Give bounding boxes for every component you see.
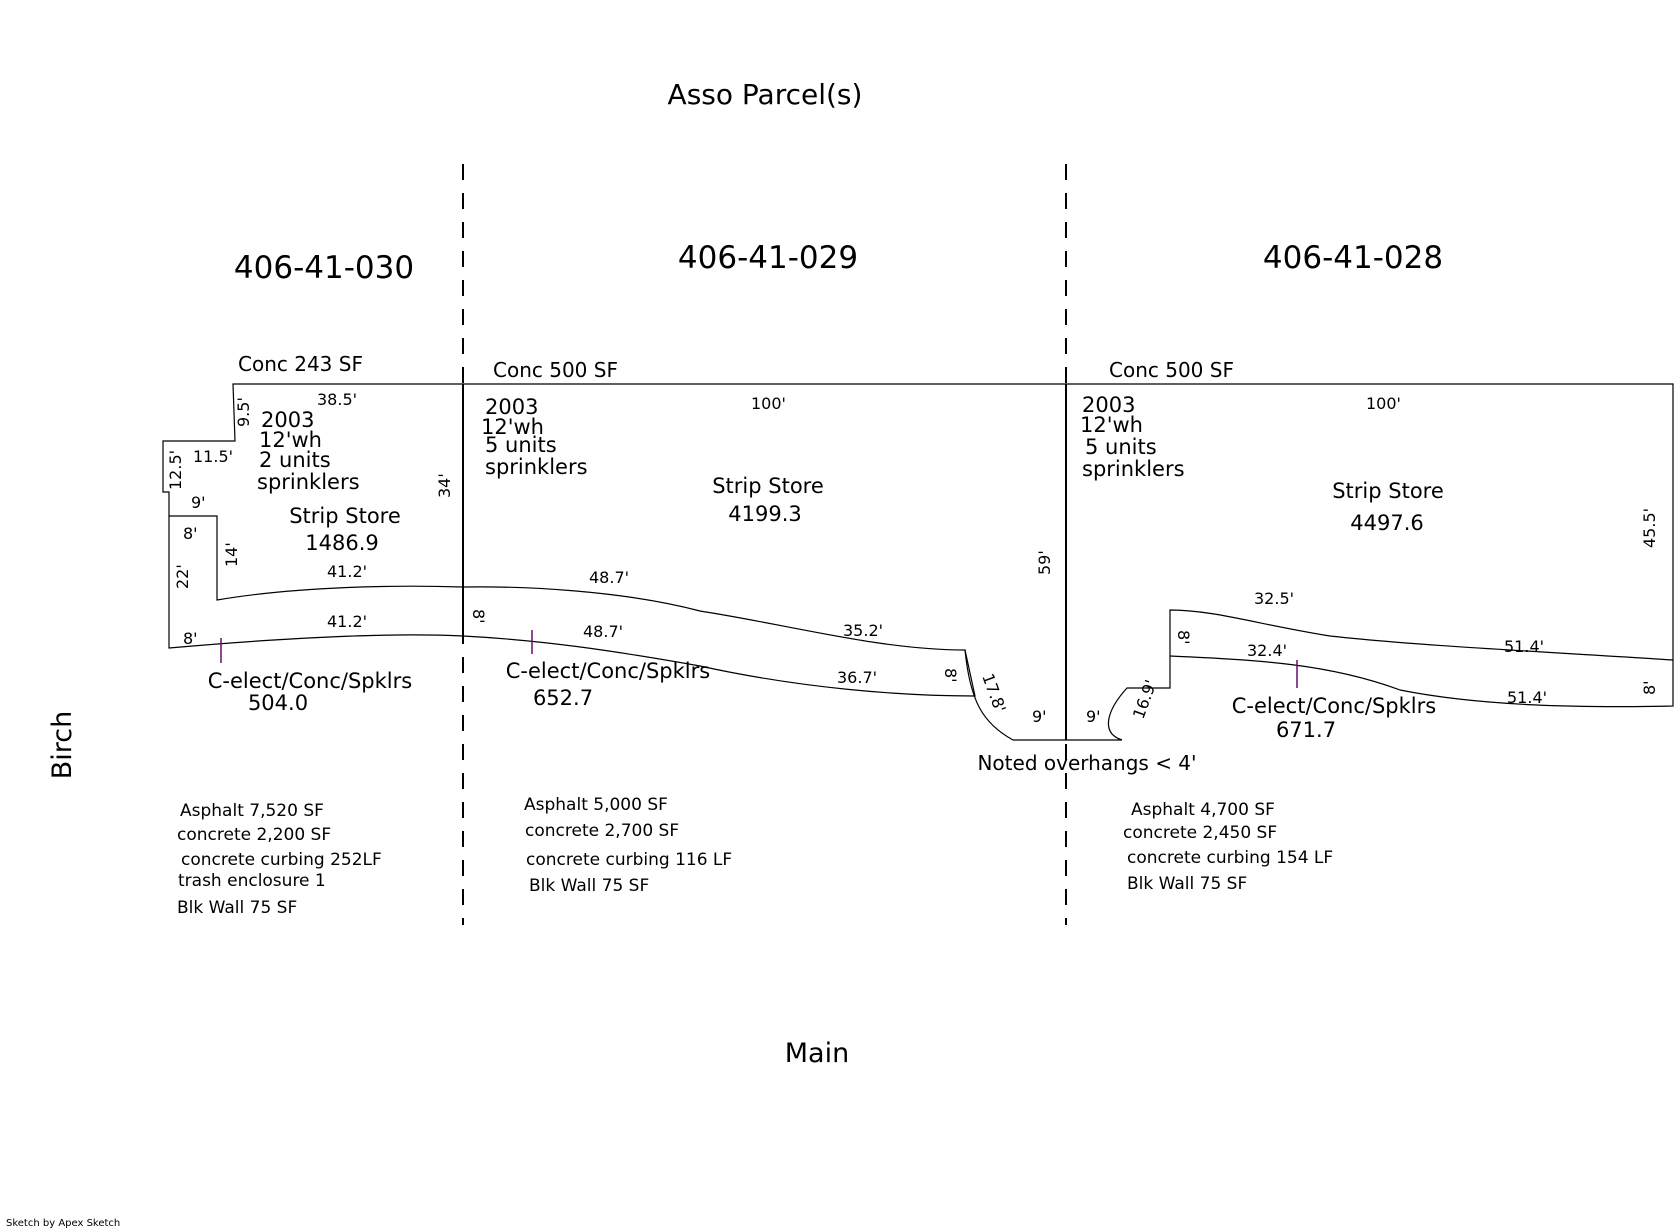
dim-label: 9.5' <box>234 397 253 427</box>
conc-label-030: Conc 243 SF <box>238 352 363 376</box>
dim-label: 51.4' <box>1507 688 1547 707</box>
dim-label: 8' <box>1174 630 1193 645</box>
land-item: concrete 2,200 SF <box>177 825 331 845</box>
dim-label: 8' <box>1640 680 1659 695</box>
building-info-028: 2003 12'wh 5 units sprinklers Strip Stor… <box>1080 393 1444 535</box>
dim-label: 48.7' <box>583 622 623 641</box>
land-item: Blk Wall 75 SF <box>1127 874 1247 894</box>
canopy-area-028: 671.7 <box>1276 718 1336 742</box>
dim-label: 16.9' <box>1129 677 1161 721</box>
street-label-main: Main <box>785 1038 849 1069</box>
wall-height: 12'wh <box>481 415 544 439</box>
land-item: Asphalt 5,000 SF <box>524 795 668 815</box>
dim-label: 8' <box>183 629 198 648</box>
dim-label: 36.7' <box>837 668 877 687</box>
sprinklers-note: sprinklers <box>485 455 588 479</box>
parcel-id-029: 406-41-029 <box>678 240 858 276</box>
building-outline <box>162 383 1674 741</box>
dim-label: 14' <box>222 542 241 567</box>
building-area: 4497.6 <box>1350 511 1423 535</box>
year-built: 2003 <box>485 395 538 419</box>
dim-label: 35.2' <box>843 621 883 640</box>
unit-count: 5 units <box>485 433 557 457</box>
dim-label: 22' <box>173 564 192 589</box>
land-item: concrete curbing 116 LF <box>526 850 732 870</box>
canopy-label-029: C-elect/Conc/Spklrs <box>506 659 710 683</box>
unit-count: 5 units <box>1085 435 1157 459</box>
land-item: concrete curbing 252LF <box>181 850 382 870</box>
land-improvements-030: Asphalt 7,520 SF concrete 2,200 SF concr… <box>177 801 382 918</box>
dim-label: 8' <box>469 609 488 624</box>
land-item: concrete curbing 154 LF <box>1127 848 1333 868</box>
dim-label: 9' <box>1032 707 1047 726</box>
sprinklers-note: sprinklers <box>257 470 360 494</box>
dim-label: 8' <box>941 668 960 683</box>
wall-height: 12'wh <box>259 428 322 452</box>
land-item: concrete 2,700 SF <box>525 821 679 841</box>
year-built: 2003 <box>1082 393 1135 417</box>
dim-label: 100' <box>1366 394 1401 413</box>
dim-label: 41.2' <box>327 562 367 581</box>
dim-label: 9' <box>1086 707 1101 726</box>
dim-label: 9' <box>191 493 206 512</box>
building-info-029: 2003 12'wh 5 units sprinklers Strip Stor… <box>481 395 824 526</box>
conc-label-029: Conc 500 SF <box>493 358 618 382</box>
canopy-label-030: C-elect/Conc/Spklrs <box>208 669 412 693</box>
dim-label: 38.5' <box>317 390 357 409</box>
canopy-label-028: C-elect/Conc/Spklrs <box>1232 694 1436 718</box>
building-area: 1486.9 <box>305 531 378 555</box>
conc-label-028: Conc 500 SF <box>1109 358 1234 382</box>
parcel-id-028: 406-41-028 <box>1263 240 1443 276</box>
land-item: Asphalt 7,520 SF <box>180 801 324 821</box>
land-item: concrete 2,450 SF <box>1123 823 1277 843</box>
sprinklers-note: sprinklers <box>1082 457 1185 481</box>
building-type: Strip Store <box>712 474 824 498</box>
wall-height: 12'wh <box>1080 413 1143 437</box>
dim-label: 100' <box>751 394 786 413</box>
dim-label: 32.4' <box>1247 641 1287 660</box>
dim-label: 12.5' <box>166 450 185 490</box>
building-type: Strip Store <box>1332 479 1444 503</box>
land-improvements-029: Asphalt 5,000 SF concrete 2,700 SF concr… <box>524 795 732 896</box>
dim-label: 8' <box>183 524 198 543</box>
parcel-id-030: 406-41-030 <box>234 250 414 286</box>
sketch-credit: Sketch by Apex Sketch <box>6 1218 120 1229</box>
street-label-birch: Birch <box>47 711 78 780</box>
year-built: 2003 <box>261 408 314 432</box>
dim-label: 59' <box>1035 550 1054 575</box>
dim-label: 48.7' <box>589 568 629 587</box>
dim-label: 51.4' <box>1504 637 1544 656</box>
dim-label: 32.5' <box>1254 589 1294 608</box>
dim-label: 17.8' <box>978 671 1010 715</box>
canopy-area-030: 504.0 <box>248 691 308 715</box>
dim-label: 34' <box>435 473 454 498</box>
building-area: 4199.3 <box>728 502 801 526</box>
land-improvements-028: Asphalt 4,700 SF concrete 2,450 SF concr… <box>1123 800 1333 894</box>
dim-label: 41.2' <box>327 612 367 631</box>
building-type: Strip Store <box>289 504 401 528</box>
dim-label: 11.5' <box>193 447 233 466</box>
unit-count: 2 units <box>259 448 331 472</box>
dim-label: 45.5' <box>1640 508 1659 548</box>
canopy-area-029: 652.7 <box>533 686 593 710</box>
land-item: Blk Wall 75 SF <box>529 876 649 896</box>
overhang-note: Noted overhangs < 4' <box>977 751 1196 775</box>
land-item: Asphalt 4,700 SF <box>1131 800 1275 820</box>
land-item: trash enclosure 1 <box>178 871 326 891</box>
sketch-title: Asso Parcel(s) <box>668 78 863 111</box>
canopy-outline <box>168 516 1674 708</box>
land-item: Blk Wall 75 SF <box>177 898 297 918</box>
building-info-030: 2003 12'wh 2 units sprinklers Strip Stor… <box>257 408 401 555</box>
